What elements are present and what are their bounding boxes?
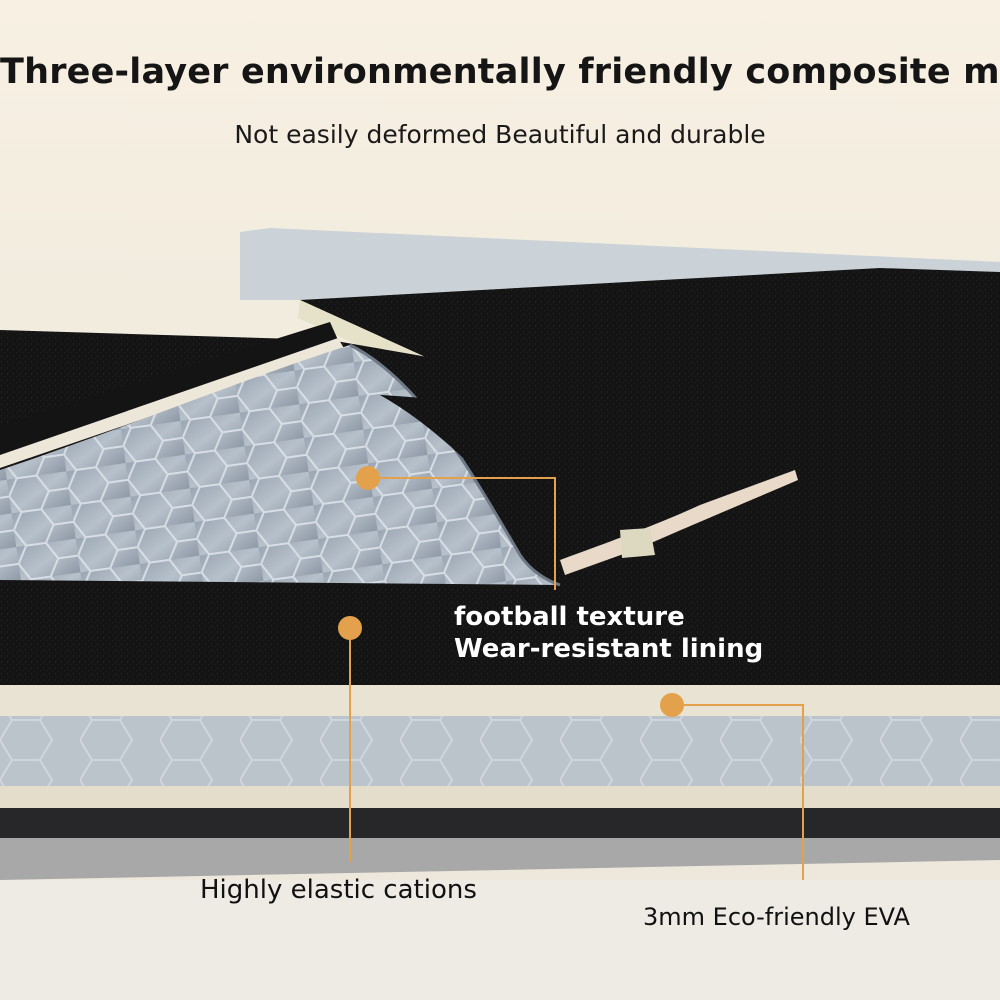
lining-callout-line2: Wear-resistant lining: [454, 634, 764, 664]
lining-callout-label: football texture Wear-resistant lining: [454, 601, 763, 665]
cushion-callout-label: Highly elastic cations: [200, 875, 477, 905]
lining-callout-dot: [356, 466, 380, 490]
eva-callout-label: 3mm Eco-friendly EVA: [643, 903, 910, 931]
eva-callout-line: [672, 704, 804, 880]
page-title: Three-layer environmentally friendly com…: [0, 52, 1000, 92]
lining-callout-line1: football texture: [454, 602, 685, 632]
cushion-callout-dot: [338, 616, 362, 640]
page-subtitle: Not easily deformed Beautiful and durabl…: [234, 120, 766, 149]
lining-callout-line: [370, 477, 556, 590]
eva-callout-dot: [660, 693, 684, 717]
